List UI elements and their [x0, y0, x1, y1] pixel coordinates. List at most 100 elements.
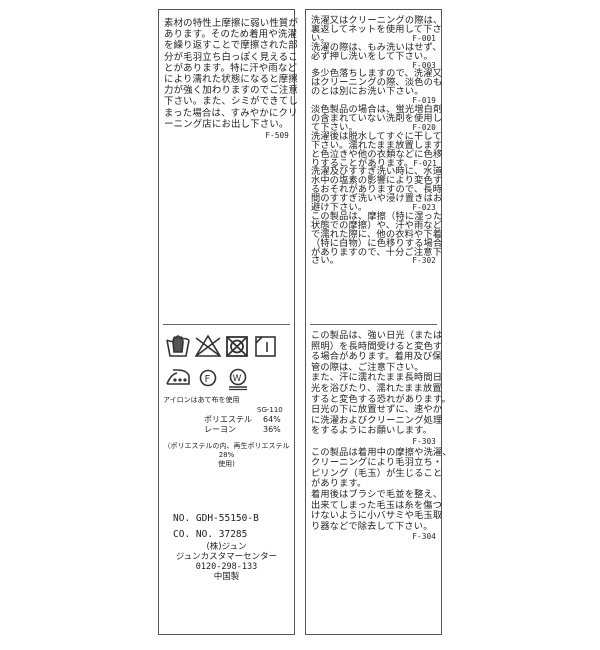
- line-text: で濡れた際に、他の衣料や下着: [311, 228, 443, 240]
- composition-note: （ポリエステルの内、再生ポリエステル28% 使用): [159, 442, 294, 469]
- notice-code: F-020: [412, 122, 436, 132]
- line-text: 避け下さい。: [311, 202, 368, 214]
- line-text: 力が強く加わりますのでご注意: [164, 85, 299, 97]
- line-text: クリーニングにより毛羽立ち・: [311, 457, 443, 469]
- line-text: この製品は着用中の摩擦や洗濯、: [311, 446, 452, 458]
- text-line: るおそれがありますので、長時: [311, 185, 442, 195]
- text-line: 照明）を長時間受けると変色す: [311, 341, 442, 353]
- line-text: ピリング（毛玉）が生じること: [311, 467, 443, 479]
- line-text: により濡れた状態になると摩擦: [164, 74, 298, 86]
- composition-percent-1: 64%: [263, 415, 281, 424]
- line-text: さい。: [311, 255, 340, 267]
- line-text: 分が毛羽立ち白っぽく見えるこ: [164, 51, 298, 63]
- text-line: とがあります。特に汗や雨など: [164, 63, 297, 74]
- line-text: り器などで除去して下さい。: [311, 520, 433, 532]
- line-text: まった場合は、すみやかにクリ: [164, 107, 298, 119]
- text-line: F-303: [311, 437, 436, 448]
- text-line: 状態での摩擦）や、汗や雨など: [311, 221, 442, 231]
- text-line: F-019: [311, 96, 436, 106]
- composition-material-1: ポリエステル: [204, 415, 252, 424]
- company-info: (株)ジュン ジュンカスタマーセンター 0120-298-133 中国製: [159, 542, 294, 582]
- line-text: と色泣きや他の衣類などに色移: [311, 148, 443, 160]
- text-line: の含まれていない洗剤を使用し: [311, 114, 442, 124]
- care-label-left: 素材の特性上摩擦に弱い性質があります。そのため着用や洗濯を繰り返すことで摩擦され…: [158, 9, 298, 635]
- text-line: があります。: [311, 479, 436, 490]
- line-text: すると変色する恐れがあります。: [311, 393, 451, 405]
- line-text: 水中の塩素の影響により変色す: [311, 175, 443, 187]
- line-text: 洗濯及びすすぎ洗い時に、水道: [311, 166, 443, 178]
- text-line: い。F-001: [311, 33, 436, 44]
- text-line: 必ず押し洗いをして下さい。: [311, 52, 436, 62]
- line-text: 照明）を長時間受けると変色す: [311, 340, 443, 352]
- line-text: て下さい。: [311, 121, 358, 133]
- text-line: りすることがあります。F-021: [311, 157, 437, 169]
- text-line: あります。そのため着用や洗濯: [164, 29, 297, 40]
- line-text: 洗濯の際は、もみ洗いはせず、: [311, 41, 442, 53]
- notice-code: F-019: [412, 96, 436, 106]
- country-of-origin: 中国製: [213, 572, 240, 582]
- line-text: 日光の下に放置せずに、速やか: [311, 404, 443, 416]
- company-name: (株)ジュン: [206, 542, 247, 552]
- line-text: 淡色製品の場合は、蛍光増白剤: [311, 104, 443, 116]
- iron-icon: [166, 369, 190, 385]
- line-text: 間のすすぎ洗いや浸け置きはお: [311, 193, 443, 205]
- friction-notice: 素材の特性上摩擦に弱い性質があります。そのため着用や洗濯を繰り返すことで摩擦され…: [164, 18, 298, 141]
- text-line: F-003: [311, 60, 436, 71]
- text-line: クリーニングにより毛羽立ち・: [311, 458, 442, 469]
- product-number: NO. GDH-55150-B: [173, 513, 259, 524]
- text-line: により濡れた状態になると摩擦: [164, 74, 298, 85]
- line-text: りすることがあります。: [311, 157, 414, 169]
- line-text: があります。: [311, 478, 367, 490]
- text-line: 裏返してネットを使用して下さ: [311, 25, 442, 35]
- text-line: る場合があります。着用及び保: [311, 352, 441, 363]
- line-text: ーニング店にお出し下さい。: [164, 118, 289, 130]
- text-line: さい。F-302: [311, 255, 436, 267]
- text-line: 水中の塩素の影響により変色す: [311, 176, 442, 186]
- sunlight-pilling-notices: この製品は、強い日光（または照明）を長時間受けると変色する場合があります。着用及…: [311, 330, 452, 543]
- composition-material-2: レーヨン: [204, 425, 236, 434]
- co-number: CO. NO. 37285: [173, 529, 248, 540]
- text-line: ピリング（毛玉）が生じること: [311, 468, 442, 480]
- dry-clean-f-icon: F: [199, 369, 217, 387]
- line-text: この製品は、強い日光（または: [311, 330, 443, 341]
- text-line: と色泣きや他の衣類などに色移: [311, 150, 442, 160]
- line-text: 洗濯後は脱水してすぐに干して: [311, 130, 442, 142]
- notice-code: F-003: [412, 60, 436, 70]
- line-text: この製品は、摩擦（特に湿った: [311, 210, 443, 222]
- line-text: 出来てしまった毛玉は糸を傷つ: [311, 499, 443, 511]
- notice-code: F-509: [265, 131, 289, 141]
- line-text: 洗濯又はクリーニングの際は、: [311, 15, 443, 26]
- text-line: （特に白物）に色移りする場合: [311, 239, 442, 249]
- text-line: に洗濯およびクリーニング処理: [311, 415, 442, 427]
- line-text: 裏返してネットを使用して下さ: [311, 23, 442, 35]
- care-symbols: F W: [165, 332, 295, 398]
- svg-text:W: W: [233, 374, 242, 384]
- text-line: 管の際は、ご注意下さい。: [311, 362, 436, 374]
- line-text: けないように小バサミや毛玉取: [311, 510, 443, 522]
- line-text: とがあります。特に汗や雨など: [164, 62, 298, 74]
- line-text: るおそれがありますので、長時: [311, 184, 443, 196]
- text-line: 多少色落ちしますので、洗濯又: [311, 69, 442, 79]
- line-text: はクリーニングの際、淡色のも: [311, 77, 443, 89]
- customer-center: ジュンカスタマーセンター: [175, 552, 278, 562]
- text-line: 着用後はブラシで毛並を整え、: [311, 489, 442, 501]
- line-text: また、汗に濡れたまま長時間日: [311, 372, 443, 384]
- text-line: 分が毛羽立ち白っぽく見えるこ: [164, 52, 298, 63]
- text-line: がありますので、十分ご注意下: [311, 248, 442, 258]
- text-line: り器などで除去して下さい。: [311, 520, 436, 533]
- text-line: 日光の下に放置せずに、速やか: [311, 405, 442, 416]
- text-line: すると変色する恐れがあります。: [311, 394, 451, 406]
- standard-code: SG-110: [257, 406, 283, 414]
- notice-code: F-001: [412, 33, 436, 43]
- text-line: はクリーニングの際、淡色のも: [311, 78, 442, 88]
- line-text: がありますので、十分ご注意下: [311, 246, 443, 258]
- text-line: まった場合は、すみやかにクリ: [164, 108, 297, 119]
- text-line: けないように小バサミや毛玉取: [311, 510, 442, 522]
- text-line: をするようにお願いします。: [311, 426, 436, 437]
- line-text: の含まれていない洗剤を使用し: [311, 112, 443, 124]
- svg-text:F: F: [205, 374, 211, 385]
- divider: [310, 324, 437, 325]
- composition-note-line: （ポリエステルの内、再生ポリエステル28%: [163, 442, 290, 459]
- line-text: る場合があります。着用及び保: [311, 351, 442, 363]
